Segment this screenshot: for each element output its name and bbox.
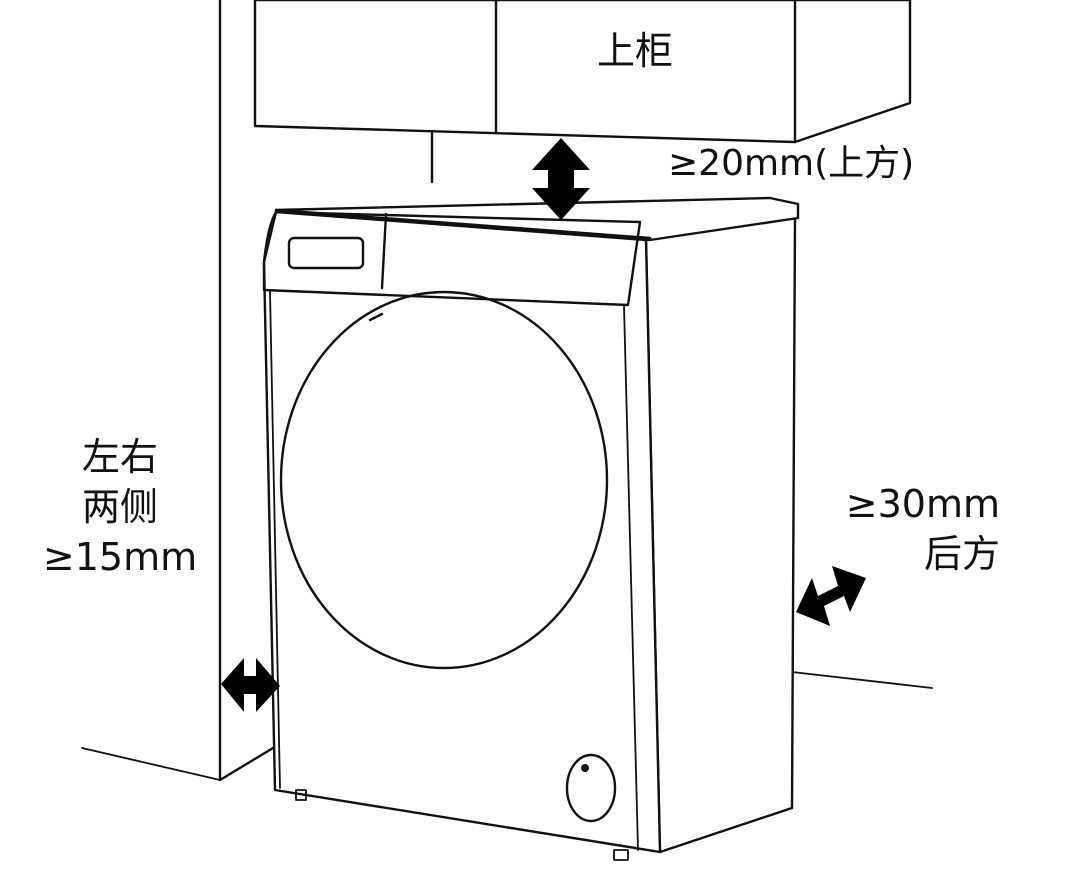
side-clearance-arrow: [221, 658, 280, 712]
left-wall: [218, 0, 280, 782]
top-clearance-arrow: [532, 138, 590, 220]
back-clearance-line-1: ≥30mm: [845, 482, 1000, 526]
floor-line-left: [81, 747, 221, 781]
drain-filter-cap: [565, 753, 617, 823]
top-clearance-label: ≥20mm(上方): [668, 143, 915, 184]
side-clearance-line-2: 两侧: [81, 485, 158, 529]
side-clearance-line-1: 左右: [81, 435, 158, 479]
back-clearance-arrow: [796, 566, 866, 626]
upper-cabinet: [253, 0, 912, 184]
display-window: [287, 236, 365, 270]
side-clearance-line-3: ≥15mm: [42, 535, 198, 579]
washing-machine: [262, 196, 800, 861]
back-clearance-line-2: 后方: [923, 532, 1000, 576]
door-porthole: [279, 290, 609, 670]
floor-line-right: [791, 671, 933, 689]
upper-cabinet-label: 上柜: [596, 29, 673, 73]
